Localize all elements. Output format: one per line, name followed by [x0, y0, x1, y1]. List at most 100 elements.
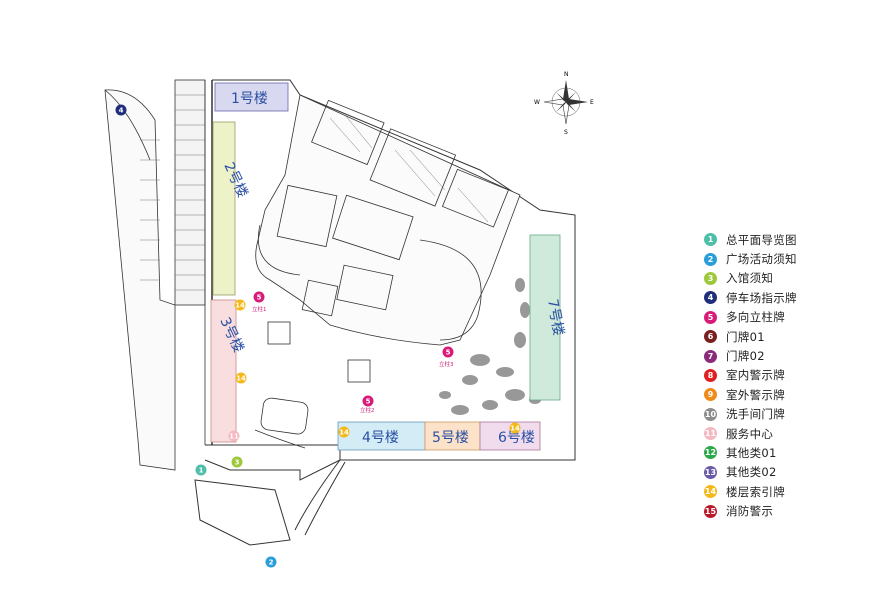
- map-marker-dot[interactable]: [265, 556, 277, 568]
- building-4[interactable]: 4号楼: [337, 421, 426, 451]
- map-marker-dot[interactable]: [115, 104, 127, 116]
- map-marker[interactable]: 2: [265, 556, 277, 568]
- legend-item: 5 多向立柱牌: [704, 308, 864, 327]
- map-marker-number: 14: [339, 429, 349, 437]
- legend-label: 服务中心: [726, 426, 774, 441]
- map-marker-number: 3: [235, 459, 240, 467]
- legend-item: 1 总平面导览图: [704, 230, 864, 249]
- legend-label: 其他类01: [726, 445, 777, 460]
- building-7[interactable]: 7号楼: [529, 234, 566, 401]
- map-marker[interactable]: 14: [338, 426, 350, 438]
- legend-label: 入馆须知: [726, 271, 774, 286]
- legend-number-badge: 12: [704, 446, 717, 460]
- legend-number-badge: 9: [704, 388, 717, 402]
- map-marker-dot[interactable]: [442, 346, 454, 358]
- legend-label: 停车场指示牌: [726, 290, 797, 305]
- map-marker[interactable]: 11: [228, 430, 240, 442]
- map-marker-dot[interactable]: [362, 395, 374, 407]
- legend-item: 13 其他类02: [704, 463, 864, 482]
- post-label-1: 立柱1: [252, 305, 267, 313]
- map-marker-dot[interactable]: [234, 299, 246, 311]
- legend-number-badge: 6: [704, 330, 717, 344]
- map-marker-number: 5: [366, 398, 371, 406]
- central-complex: [254, 94, 521, 449]
- map-marker[interactable]: 5: [362, 395, 374, 407]
- legend-label: 广场活动须知: [726, 252, 797, 267]
- post-label-3: 立柱3: [439, 360, 454, 368]
- compass-rose-icon: N S E W: [534, 71, 594, 136]
- legend-item: 8 室内警示牌: [704, 366, 864, 385]
- map-marker-dot[interactable]: [509, 422, 521, 434]
- map-marker-number: 1: [199, 467, 204, 475]
- map-marker[interactable]: 3: [231, 456, 243, 468]
- building-7-label: 7号楼: [544, 298, 566, 337]
- map-marker-dot[interactable]: [253, 291, 265, 303]
- legend-number-badge: 5: [704, 310, 717, 324]
- parking-lot: [104, 79, 213, 471]
- legend-number-badge: 4: [704, 291, 717, 305]
- building-1-label: 1号楼: [231, 91, 268, 107]
- legend-label: 其他类02: [726, 465, 777, 480]
- map-marker-dot[interactable]: [231, 456, 243, 468]
- map-marker-dot[interactable]: [235, 372, 247, 384]
- map-marker[interactable]: 14: [234, 299, 246, 311]
- legend-label: 总平面导览图: [726, 232, 797, 247]
- map-marker-dot[interactable]: [338, 426, 350, 438]
- compass-w: W: [534, 99, 540, 106]
- legend-label: 洗手间门牌: [726, 407, 785, 422]
- legend-label: 消防警示: [726, 504, 774, 519]
- legend-label: 多向立柱牌: [726, 310, 785, 325]
- legend-item: 14 楼层索引牌: [704, 482, 864, 501]
- legend-number-badge: 15: [704, 504, 717, 518]
- legend-number-badge: 1: [704, 233, 717, 247]
- legend-item: 12 其他类01: [704, 443, 864, 462]
- map-marker-dot[interactable]: [228, 430, 240, 442]
- map-marker-number: 4: [119, 107, 124, 115]
- compass-s: S: [564, 129, 568, 136]
- legend-item: 6 门牌01: [704, 327, 864, 346]
- map-marker-number: 11: [229, 433, 239, 441]
- building-4-label: 4号楼: [362, 430, 399, 446]
- legend-label: 楼层索引牌: [726, 484, 785, 499]
- map-marker-number: 14: [235, 302, 245, 310]
- building-6-label: 6号楼: [498, 430, 535, 446]
- building-5[interactable]: 5号楼: [424, 421, 481, 451]
- map-marker-number: 5: [446, 349, 451, 357]
- map-marker[interactable]: 14: [235, 372, 247, 384]
- legend-label: 室内警示牌: [726, 368, 785, 383]
- legend-item: 3 入馆须知: [704, 269, 864, 288]
- building-3[interactable]: 3号楼: [210, 299, 246, 443]
- building-1[interactable]: 1号楼: [214, 82, 289, 112]
- legend-number-badge: 10: [704, 407, 717, 421]
- legend-label: 门牌02: [726, 349, 765, 364]
- map-marker[interactable]: 1: [195, 464, 207, 476]
- legend-number-badge: 13: [704, 465, 717, 479]
- map-marker[interactable]: 5: [253, 291, 265, 303]
- map-marker-number: 14: [510, 425, 520, 433]
- legend-number-badge: 14: [704, 485, 717, 499]
- legend-label: 门牌01: [726, 329, 765, 344]
- site-outline: [194, 79, 576, 546]
- map-marker-number: 14: [236, 375, 246, 383]
- map-marker[interactable]: 14: [509, 422, 521, 434]
- building-2[interactable]: 2号楼: [212, 121, 250, 296]
- legend-number-badge: 3: [704, 271, 717, 285]
- compass-e: E: [590, 99, 594, 106]
- legend-item: 10 洗手间门牌: [704, 405, 864, 424]
- map-markers[interactable]: 1 2 3 4 5 5 5 14 14 14 14 11: [115, 104, 521, 568]
- legend-number-badge: 8: [704, 368, 717, 382]
- map-marker-dot[interactable]: [195, 464, 207, 476]
- post-label-2: 立柱2: [360, 406, 375, 414]
- legend-item: 4 停车场指示牌: [704, 288, 864, 307]
- building-5-label: 5号楼: [432, 430, 469, 446]
- map-marker[interactable]: 5: [442, 346, 454, 358]
- legend-item: 15 消防警示: [704, 501, 864, 520]
- map-marker-number: 2: [269, 559, 274, 567]
- map-marker[interactable]: 4: [115, 104, 127, 116]
- compass-n: N: [564, 71, 569, 78]
